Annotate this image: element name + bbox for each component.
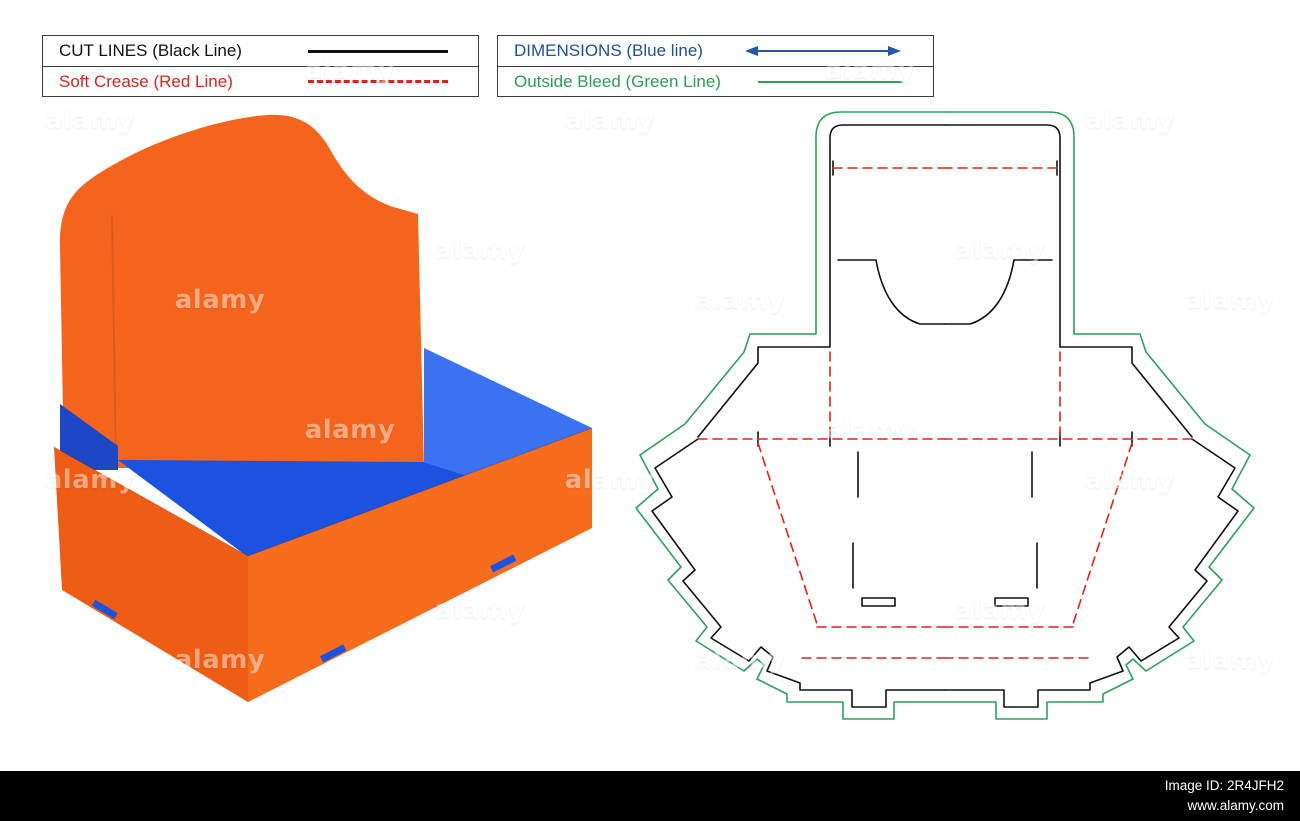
legend-cut-crease: CUT LINES (Black Line) Soft Crease (Red … xyxy=(42,35,479,97)
crease-diagonal xyxy=(757,442,818,625)
legend-row-outside-bleed: Outside Bleed (Green Line) xyxy=(498,66,933,96)
legend-dimensions-bleed: DIMENSIONS (Blue line) Outside Bleed (Gr… xyxy=(497,35,934,97)
cut-window-curve xyxy=(837,259,946,325)
box-panel-fold-line xyxy=(111,214,117,466)
artwork-canvas xyxy=(53,111,1255,720)
footer-bar: Image ID: 2R4JFH2 www.alamy.com xyxy=(0,771,1300,821)
legend-label-cut-lines: CUT LINES (Black Line) xyxy=(59,41,242,60)
outside-bleed-sample-icon xyxy=(758,80,903,83)
legend-label-soft-crease: Soft Crease (Red Line) xyxy=(59,71,233,91)
dieline-drawing xyxy=(635,111,1255,720)
bleed-outline-path xyxy=(635,111,946,720)
box-back-panel xyxy=(59,114,425,468)
box-slot-tab xyxy=(320,644,347,663)
box-slot-tab xyxy=(490,554,517,573)
cut-slot-bottom xyxy=(861,597,896,607)
legend-row-cut-lines: CUT LINES (Black Line) xyxy=(43,36,478,66)
cut-column-outline xyxy=(697,124,946,438)
box-inner-left-wall xyxy=(60,404,118,470)
image-id-text: Image ID: 2R4JFH2 xyxy=(1164,777,1284,793)
legend-row-dimensions: DIMENSIONS (Blue line) xyxy=(498,36,933,66)
soft-crease-sample-icon xyxy=(308,80,448,83)
legend-row-soft-crease: Soft Crease (Red Line) xyxy=(43,66,478,96)
box-front-left-face xyxy=(54,447,248,702)
legend-label-dimensions: DIMENSIONS (Blue line) xyxy=(514,41,703,60)
box-slot-tab xyxy=(91,599,118,620)
dieline-half xyxy=(635,111,946,720)
footer-meta: Image ID: 2R4JFH2 www.alamy.com xyxy=(1165,776,1284,817)
cut-lower-outline xyxy=(651,438,946,708)
website-text: www.alamy.com xyxy=(1187,798,1284,813)
legend-label-outside-bleed: Outside Bleed (Green Line) xyxy=(514,71,721,91)
cut-line-sample-icon xyxy=(308,49,448,53)
box-front-right-face xyxy=(248,428,592,702)
box-3d-render xyxy=(53,114,593,702)
box-rim-line xyxy=(53,427,593,557)
dimension-arrow-icon xyxy=(745,46,901,56)
